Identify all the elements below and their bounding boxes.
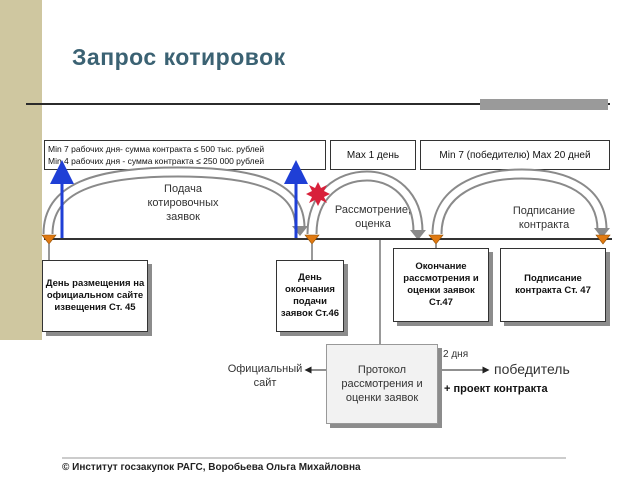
min-days-line-2: Min 4 рабочих дня - сумма контракта ≤ 25… (48, 156, 265, 166)
marker-publication (41, 234, 57, 245)
star-icon (306, 182, 330, 206)
review-label: Рассмотрение, оценка (334, 204, 412, 230)
max-review-text: Max 1 день (346, 149, 400, 161)
submission-label: Подача котировочных заявок (147, 183, 219, 223)
project-label: + проект контракта (444, 383, 548, 395)
page-title: Запрос котировок (72, 44, 286, 70)
review-end-box: Окончание рассмотрения и оценки заявок С… (393, 248, 489, 322)
decorative-sidebar (0, 0, 42, 340)
min-days-line-1: Min 7 рабочих дня- сумма контракта ≤ 500… (48, 144, 265, 154)
contract-box: Подписание контракта Ст. 47 (500, 248, 606, 322)
marker-deadline (304, 234, 320, 245)
winner-label: победитель (494, 361, 570, 377)
protocol-box: Протокол рассмотрения и оценки заявок (326, 344, 438, 424)
title-accent-bar (480, 99, 608, 110)
deadline-text: День окончания подачи заявок Ст.46 (280, 272, 340, 319)
publication-box: День размещения на официальном сайте изв… (42, 260, 148, 332)
contract-text: Подписание контракта Ст. 47 (515, 273, 591, 296)
deadline-box: День окончания подачи заявок Ст.46 (276, 260, 344, 332)
marker-contract (595, 234, 611, 245)
marker-review-end (428, 234, 444, 245)
min-days-box: Min 7 рабочих дня- сумма контракта ≤ 500… (44, 140, 326, 170)
signing-arc (431, 168, 610, 238)
days-label: 2 дня (443, 349, 469, 360)
signing-label: Подписание контракта (512, 205, 576, 231)
title-divider (26, 103, 610, 105)
official-site-label: Официальный сайт (227, 363, 303, 389)
sign-period-text: Min 7 (победителю) Max 20 дней (439, 149, 591, 161)
max-review-box: Max 1 день (330, 140, 416, 170)
review-end-text: Окончание рассмотрения и оценки заявок С… (403, 261, 479, 308)
publication-text: День размещения на официальном сайте изв… (45, 278, 145, 313)
footer-copyright: © Институт госзакупок РАГС, Воробьева Ол… (62, 462, 361, 473)
protocol-text: Протокол рассмотрения и оценки заявок (341, 364, 423, 404)
